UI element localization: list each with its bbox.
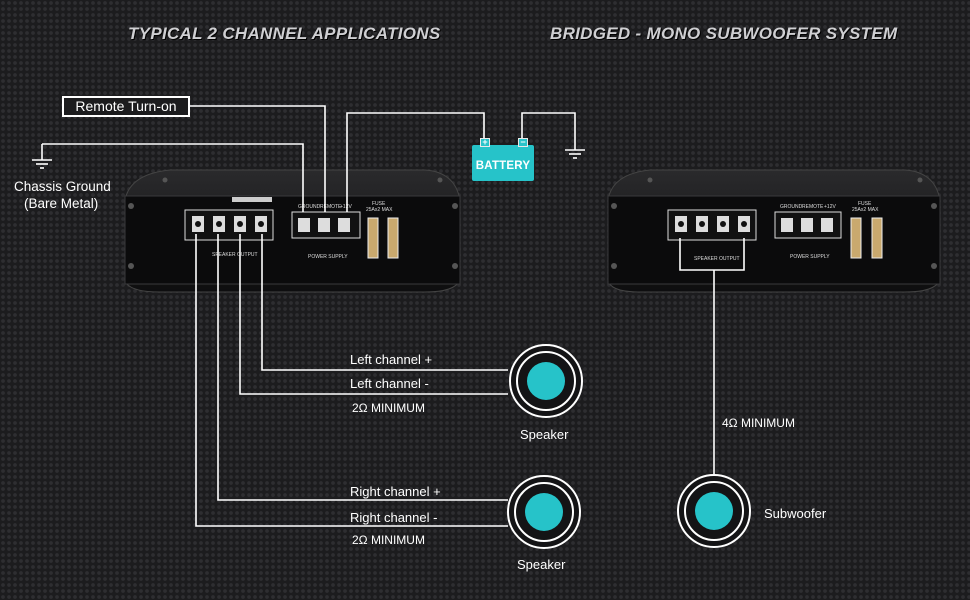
ground-label-right: GROUND xyxy=(780,204,803,210)
chassis-ground-label: Chassis Ground xyxy=(14,179,111,194)
ground-symbol-battery-icon xyxy=(565,149,585,159)
battery-label: BATTERY xyxy=(475,160,531,172)
battery-plus-terminal: + xyxy=(480,138,490,147)
speaker-output-label-left: SPEAKER OUTPUT xyxy=(212,252,258,258)
fuse-rating-right: 25Ax2 MAX xyxy=(852,207,879,213)
left-minimum-label: 2Ω MINIMUM xyxy=(352,401,425,415)
remote-label-right: REMOTE xyxy=(802,204,824,210)
wires xyxy=(41,105,745,527)
amplifier-right: SPEAKER OUTPUT GROUND REMOTE +12V POWER … xyxy=(607,169,941,293)
amplifier-left: SPEAKER OUTPUT GROUND REMOTE +12V POWER … xyxy=(124,169,461,293)
speaker-bottom-label: Speaker xyxy=(517,557,566,572)
left-channel-plus-label: Left channel + xyxy=(350,352,433,367)
fuse-label-right: FUSE xyxy=(858,201,872,207)
left-channel-minus-label: Left channel - xyxy=(350,376,429,391)
power-supply-label-right: POWER SUPPLY xyxy=(790,254,830,260)
sub-minimum-label: 4Ω MINIMUM xyxy=(722,416,795,430)
power-supply-label-left: POWER SUPPLY xyxy=(308,254,348,260)
remote-turn-on-label: Remote Turn-on xyxy=(62,96,190,117)
speaker-top-label: Speaker xyxy=(520,427,569,442)
ground-label-left: GROUND xyxy=(298,204,321,210)
right-minimum-label: 2Ω MINIMUM xyxy=(352,533,425,547)
right-channel-minus-label: Right channel - xyxy=(350,510,438,525)
fuse-label-left: FUSE xyxy=(372,201,386,207)
subwoofer-icon xyxy=(677,474,751,548)
remote-label-left: REMOTE xyxy=(320,204,342,210)
speaker-bottom-icon xyxy=(507,475,581,549)
right-channel-plus-label: Right channel + xyxy=(350,484,441,499)
speaker-top-icon xyxy=(509,344,583,418)
bare-metal-label: (Bare Metal) xyxy=(24,196,99,211)
battery-minus-terminal: − xyxy=(518,138,528,147)
battery: + − BATTERY xyxy=(472,138,534,181)
heading-two-channel: TYPICAL 2 CHANNEL APPLICATIONS xyxy=(128,24,441,43)
plus12v-label-right: +12V xyxy=(824,204,836,210)
speaker-output-label-right: SPEAKER OUTPUT xyxy=(694,256,740,262)
ground-symbol-chassis-icon xyxy=(32,159,52,169)
heading-bridged-mono: BRIDGED - MONO SUBWOOFER SYSTEM xyxy=(550,24,898,43)
fuse-rating-left: 25Ax2 MAX xyxy=(366,207,393,213)
subwoofer-label: Subwoofer xyxy=(764,506,827,521)
